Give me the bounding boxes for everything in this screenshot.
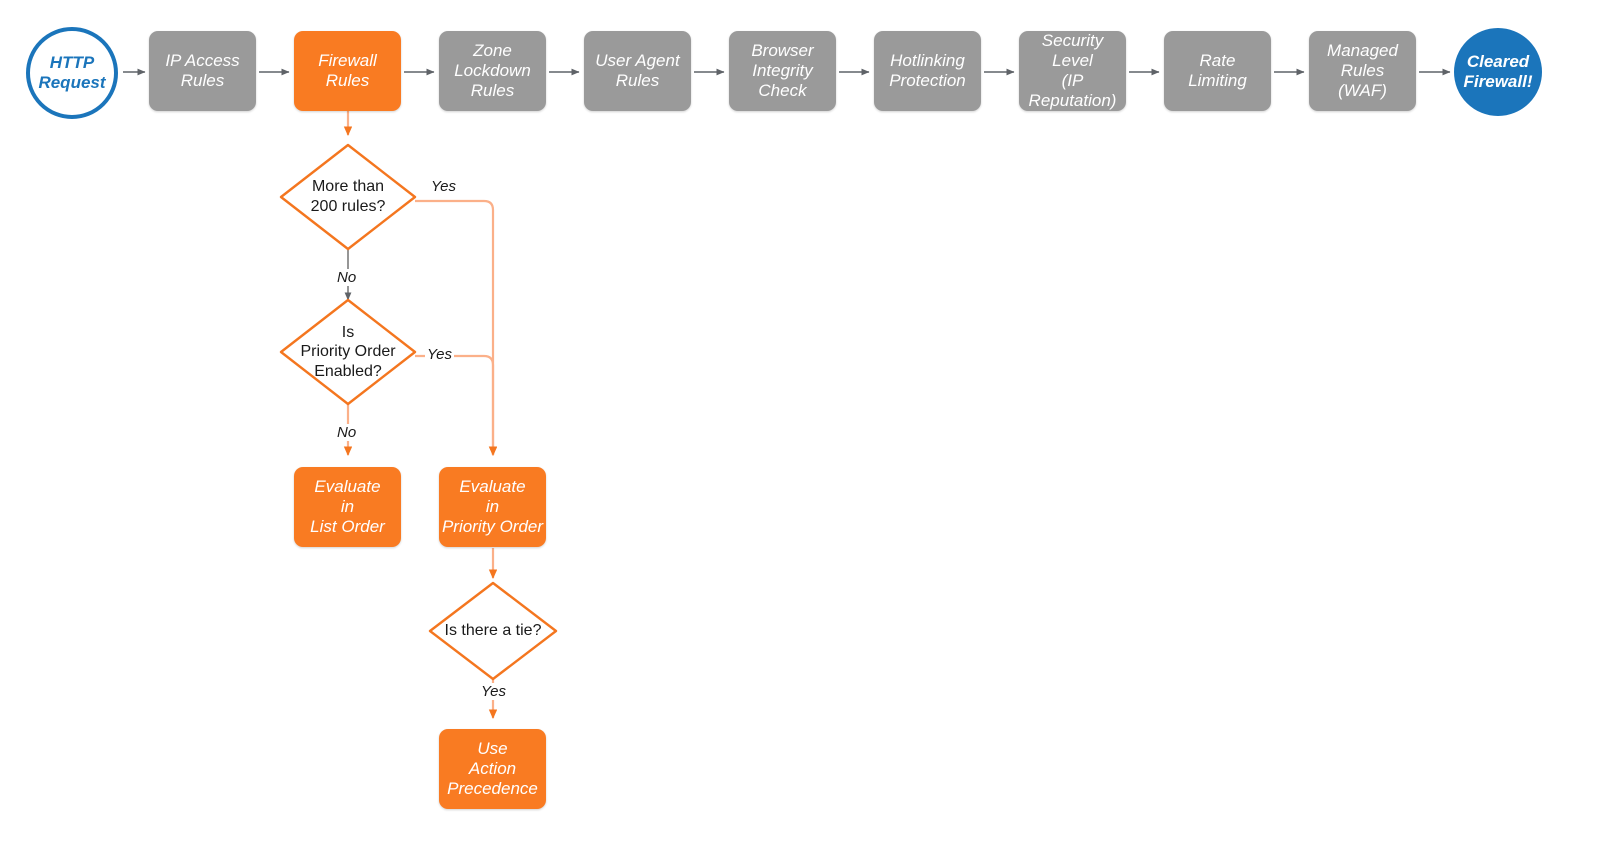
edge-priority-yes-to-priority-order: [415, 354, 498, 456]
edge-label-rules-yes: Yes: [429, 178, 459, 195]
edge-label-tie-yes: Yes: [479, 683, 509, 700]
node-label: Hotlinking Protection: [889, 50, 966, 90]
node-label: IP Access Rules: [165, 50, 240, 90]
node-rate-limiting[interactable]: Rate Limiting: [1164, 31, 1271, 111]
decision-more-than-200-rules[interactable]: More than 200 rules?: [278, 142, 418, 252]
node-label: Evaluate in List Order: [310, 476, 385, 537]
diamond-shape: [428, 581, 558, 681]
decision-is-priority-order-enabled[interactable]: Is Priority Order Enabled?: [278, 297, 418, 407]
decision-label: Is Priority Order Enabled?: [300, 323, 396, 380]
node-label: Zone Lockdown Rules: [454, 40, 531, 101]
node-evaluate-in-list-order[interactable]: Evaluate in List Order: [294, 467, 401, 547]
node-cleared-firewall[interactable]: Cleared Firewall!: [1454, 28, 1542, 116]
decision-is-there-a-tie[interactable]: Is there a tie?: [427, 580, 559, 682]
node-label: Use Action Precedence: [447, 738, 538, 799]
node-label: Rate Limiting: [1188, 50, 1247, 90]
edge-label-rules-no: No: [335, 269, 359, 286]
node-label: Firewall Rules: [318, 50, 377, 90]
node-http-request[interactable]: HTTP Request: [26, 27, 118, 119]
node-label: Security Level (IP Reputation): [1028, 30, 1117, 111]
decision-label: More than 200 rules?: [310, 178, 386, 215]
diamond-shape: [279, 298, 417, 406]
node-ip-access-rules[interactable]: IP Access Rules: [149, 31, 256, 111]
diamond-shape: [279, 143, 417, 251]
node-label: Cleared Firewall!: [1463, 51, 1533, 91]
node-security-level[interactable]: Security Level (IP Reputation): [1019, 31, 1126, 111]
edge-rules-yes-to-priority-order: [415, 199, 498, 456]
decision-label: Is there a tie?: [444, 622, 542, 640]
node-hotlinking-protection[interactable]: Hotlinking Protection: [874, 31, 981, 111]
node-firewall-rules[interactable]: Firewall Rules: [294, 31, 401, 111]
node-managed-rules-waf[interactable]: Managed Rules (WAF): [1309, 31, 1416, 111]
node-label: HTTP Request: [38, 52, 106, 92]
node-label: Browser Integrity Check: [751, 40, 814, 101]
node-user-agent-rules[interactable]: User Agent Rules: [584, 31, 691, 111]
node-browser-integrity-check[interactable]: Browser Integrity Check: [729, 31, 836, 111]
node-zone-lockdown-rules[interactable]: Zone Lockdown Rules: [439, 31, 546, 111]
node-label: Managed Rules (WAF): [1327, 40, 1398, 101]
node-use-action-precedence[interactable]: Use Action Precedence: [439, 729, 546, 809]
node-label: User Agent Rules: [595, 50, 680, 90]
node-evaluate-in-priority-order[interactable]: Evaluate in Priority Order: [439, 467, 546, 547]
edge-label-priority-no: No: [335, 424, 359, 441]
node-label: Evaluate in Priority Order: [441, 476, 544, 537]
edge-label-priority-yes: Yes: [425, 346, 455, 363]
